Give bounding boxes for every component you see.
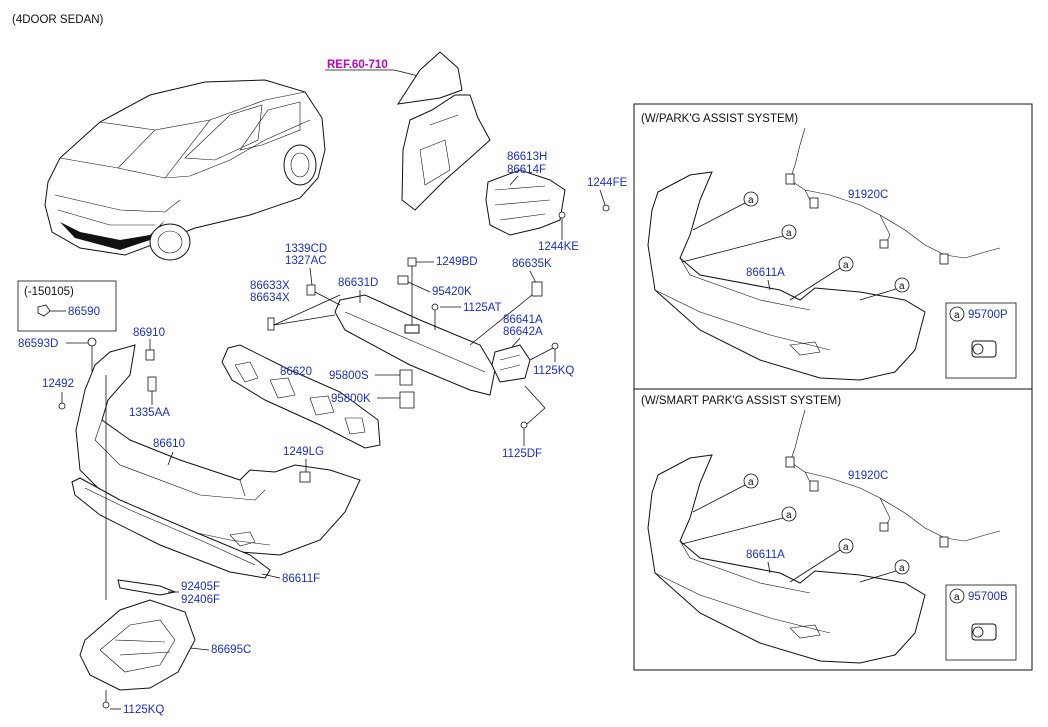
part-95800S[interactable]: 95800S: [329, 370, 369, 382]
model-title: (4DOOR SEDAN): [12, 14, 104, 26]
part-86641A[interactable]: 86641A: [503, 314, 543, 326]
part-86910[interactable]: 86910: [133, 327, 165, 339]
park-assist-section: (W/PARK'G ASSIST SYSTEM) 91920C 86611A a…: [641, 113, 1017, 381]
lower-garnish: [71, 477, 271, 579]
part-86633X[interactable]: 86633X: [250, 280, 290, 292]
park-assist-harness: [785, 127, 1001, 265]
part-86611F[interactable]: 86611F: [282, 573, 320, 585]
smart-park-assist-callout-2: a: [786, 510, 792, 521]
early-variant-label: (-150105): [24, 286, 74, 298]
part-86610[interactable]: 86610: [153, 438, 185, 450]
park-assist-bumper: [647, 171, 926, 381]
smart-park-assist-sensor-callout: a: [954, 592, 960, 603]
park-assist-title: (W/PARK'G ASSIST SYSTEM): [641, 113, 798, 125]
park-assist-sensor-icon: [971, 340, 997, 358]
trunk-lid: [396, 51, 491, 211]
smart-park-assist-bumper: [647, 454, 926, 664]
part-86614F[interactable]: 86614F: [507, 164, 546, 176]
park-assist-bumper-label[interactable]: 86611A: [746, 267, 785, 279]
part-1244KE[interactable]: 1244KE: [538, 241, 579, 253]
part-1327AC[interactable]: 1327AC: [285, 255, 327, 267]
reference-label[interactable]: REF.60-710: [327, 59, 388, 71]
smart-park-assist-sensor-icon: [971, 623, 997, 641]
park-assist-sensor-label[interactable]: 95700P: [968, 309, 1008, 321]
vehicle-illustration: [44, 79, 326, 261]
early-variant-box: [17, 280, 117, 332]
part-95800K[interactable]: 95800K: [331, 393, 371, 405]
park-assist-sensor-callout: a: [954, 310, 960, 321]
part-92406F[interactable]: 92406F: [181, 594, 220, 606]
part-86634X[interactable]: 86634X: [250, 292, 290, 304]
part-1125AT[interactable]: 1125AT: [463, 302, 502, 314]
smart-park-assist-callout-3: a: [843, 542, 849, 553]
smart-park-assist-callout-4: a: [899, 563, 905, 574]
part-86635K[interactable]: 86635K: [512, 258, 552, 270]
part-86590[interactable]: 86590: [68, 306, 100, 318]
energy-absorber: [221, 344, 381, 449]
part-86642A[interactable]: 86642A: [503, 326, 543, 338]
park-assist-callout-3: a: [843, 260, 849, 271]
part-92405F[interactable]: 92405F: [181, 581, 220, 593]
part-1249LG[interactable]: 1249LG: [283, 446, 324, 458]
park-assist-callout-1: a: [748, 195, 754, 206]
smart-park-assist-bumper-label[interactable]: 86611A: [746, 549, 785, 561]
part-1125DF[interactable]: 1125DF: [502, 448, 542, 460]
bumper-bracket-right: [491, 344, 531, 383]
part-1335AA[interactable]: 1335AA: [129, 407, 170, 419]
part-1125KQ-top[interactable]: 1125KQ: [533, 365, 574, 377]
smart-park-assist-harness-label[interactable]: 91920C: [848, 470, 888, 482]
options-frame: [633, 103, 1033, 671]
part-86631D[interactable]: 86631D: [338, 277, 378, 289]
park-assist-callout-4: a: [899, 281, 905, 292]
reflector: [117, 579, 177, 596]
part-1249BD[interactable]: 1249BD: [436, 256, 478, 268]
under-cover: [79, 599, 196, 691]
smart-park-assist-callout-1: a: [748, 477, 754, 488]
part-95420K[interactable]: 95420K: [432, 286, 472, 298]
part-86695C[interactable]: 86695C: [211, 644, 251, 656]
smart-park-assist-harness: [785, 409, 1001, 548]
smart-park-assist-section: (W/SMART PARK'G ASSIST SYSTEM) 91920C 86…: [641, 395, 1017, 664]
park-assist-callout-2: a: [786, 228, 792, 239]
smart-park-assist-title: (W/SMART PARK'G ASSIST SYSTEM): [641, 395, 841, 407]
part-12492[interactable]: 12492: [42, 378, 74, 390]
part-1339CD[interactable]: 1339CD: [285, 243, 327, 255]
smart-park-assist-sensor-label[interactable]: 95700B: [968, 591, 1008, 603]
park-assist-harness-label[interactable]: 91920C: [848, 189, 888, 201]
part-1244FE[interactable]: 1244FE: [587, 177, 628, 189]
part-1125KQ-bottom[interactable]: 1125KQ: [123, 704, 164, 716]
part-86613H[interactable]: 86613H: [507, 151, 547, 163]
part-86593D[interactable]: 86593D: [18, 338, 58, 350]
rear-bumper-beam: [334, 294, 496, 396]
lamp-bracket: [485, 169, 566, 236]
part-86620[interactable]: 86620: [280, 366, 312, 378]
